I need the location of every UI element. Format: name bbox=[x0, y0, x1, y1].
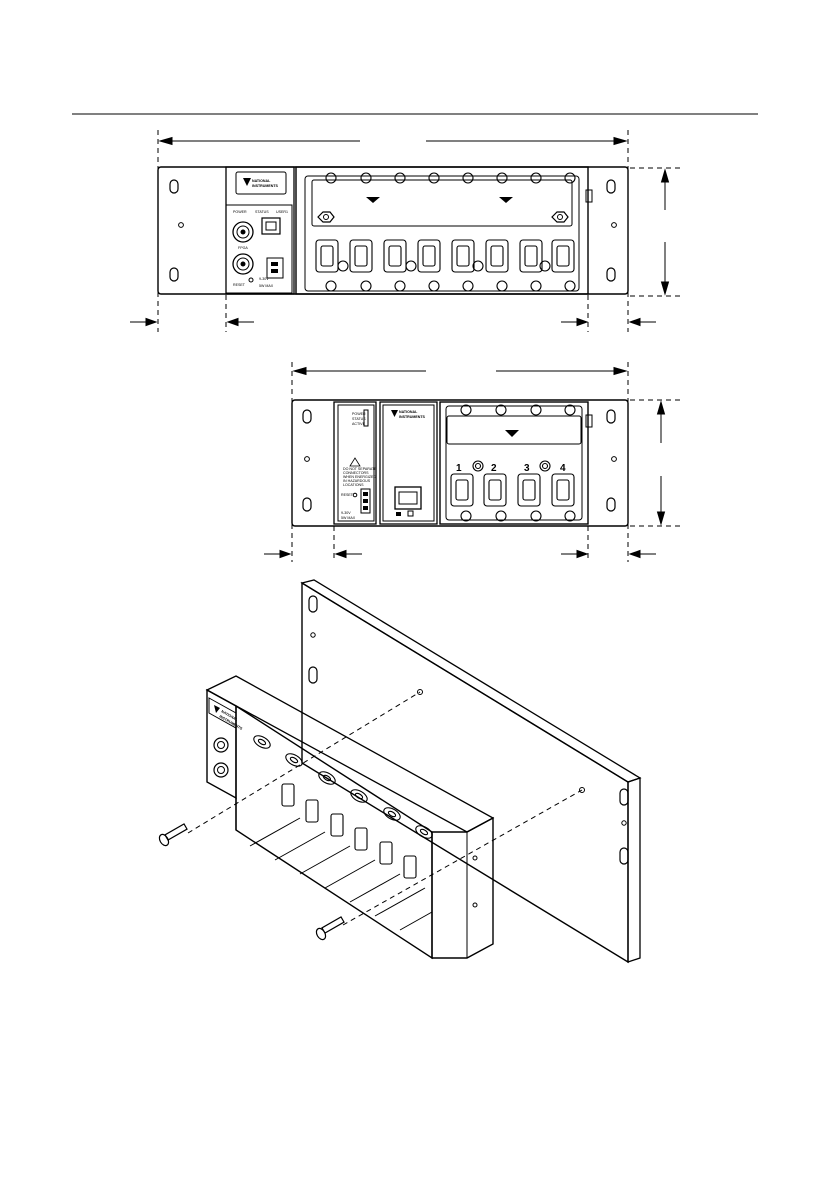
top-brand-national: NATIONAL bbox=[252, 179, 271, 183]
slot-number-4: 4 bbox=[560, 463, 566, 474]
top-offset-arrows bbox=[130, 319, 656, 326]
top-mounting-panel bbox=[158, 167, 628, 294]
middle-brand-national: NATIONAL bbox=[399, 410, 418, 414]
slot-number-1: 1 bbox=[456, 463, 462, 474]
isometric-assembly-view: NATIONAL INSTRUMENTS bbox=[158, 580, 640, 962]
middle-offset-arrows bbox=[264, 551, 656, 558]
top-brand-instruments: INSTRUMENTS bbox=[252, 184, 279, 188]
top-controller-module: NATIONAL INSTRUMENTS POWER STATUS USER1 … bbox=[226, 167, 294, 294]
top-label-fpga: FPGA bbox=[238, 246, 248, 250]
middle-width-dimension bbox=[294, 368, 626, 375]
middle-slot-housing: 1 2 3 4 bbox=[440, 402, 588, 524]
middle-controller-module: NATIONAL INSTRUMENTS bbox=[380, 402, 437, 524]
top-label-power-max: 5W MAX bbox=[259, 284, 274, 288]
warning-triangle-icon bbox=[350, 458, 360, 466]
top-slot-housing bbox=[296, 167, 588, 294]
mounting-screw bbox=[158, 824, 187, 847]
middle-status-module: POWER STATUS ACTIVE DO NOT SEPARATE CONN… bbox=[334, 402, 377, 524]
middle-label-reset: RESET bbox=[341, 493, 354, 497]
iso-mounting-panel bbox=[302, 580, 640, 962]
top-label-power: POWER bbox=[233, 210, 247, 214]
middle-warning-line5: LOCATIONS bbox=[343, 483, 364, 487]
top-label-reset: RESET bbox=[233, 283, 246, 287]
slot-number-2: 2 bbox=[491, 463, 497, 474]
top-label-voltage: 9-30V bbox=[259, 277, 269, 281]
slot-number-3: 3 bbox=[524, 463, 530, 474]
esd-warning-icon bbox=[499, 197, 513, 203]
middle-label-voltage: 9-30V bbox=[341, 511, 351, 515]
esd-warning-icon bbox=[505, 430, 519, 437]
middle-height-dimension bbox=[658, 402, 665, 524]
top-ethernet-port bbox=[262, 218, 280, 234]
top-width-dimension bbox=[160, 138, 626, 145]
middle-label-power-max: 5W MAX bbox=[341, 516, 356, 520]
esd-warning-icon bbox=[366, 197, 380, 203]
mounting-screw bbox=[315, 917, 344, 941]
top-label-user1: USER1 bbox=[276, 210, 288, 214]
iso-chassis: NATIONAL INSTRUMENTS bbox=[207, 676, 493, 958]
top-height-dimension bbox=[662, 170, 669, 294]
top-label-status: STATUS bbox=[255, 210, 269, 214]
middle-brand-instruments: INSTRUMENTS bbox=[399, 415, 426, 419]
middle-chassis-front-view: POWER STATUS ACTIVE DO NOT SEPARATE CONN… bbox=[264, 362, 684, 562]
top-chassis-front-view: NATIONAL INSTRUMENTS POWER STATUS USER1 … bbox=[130, 130, 684, 332]
